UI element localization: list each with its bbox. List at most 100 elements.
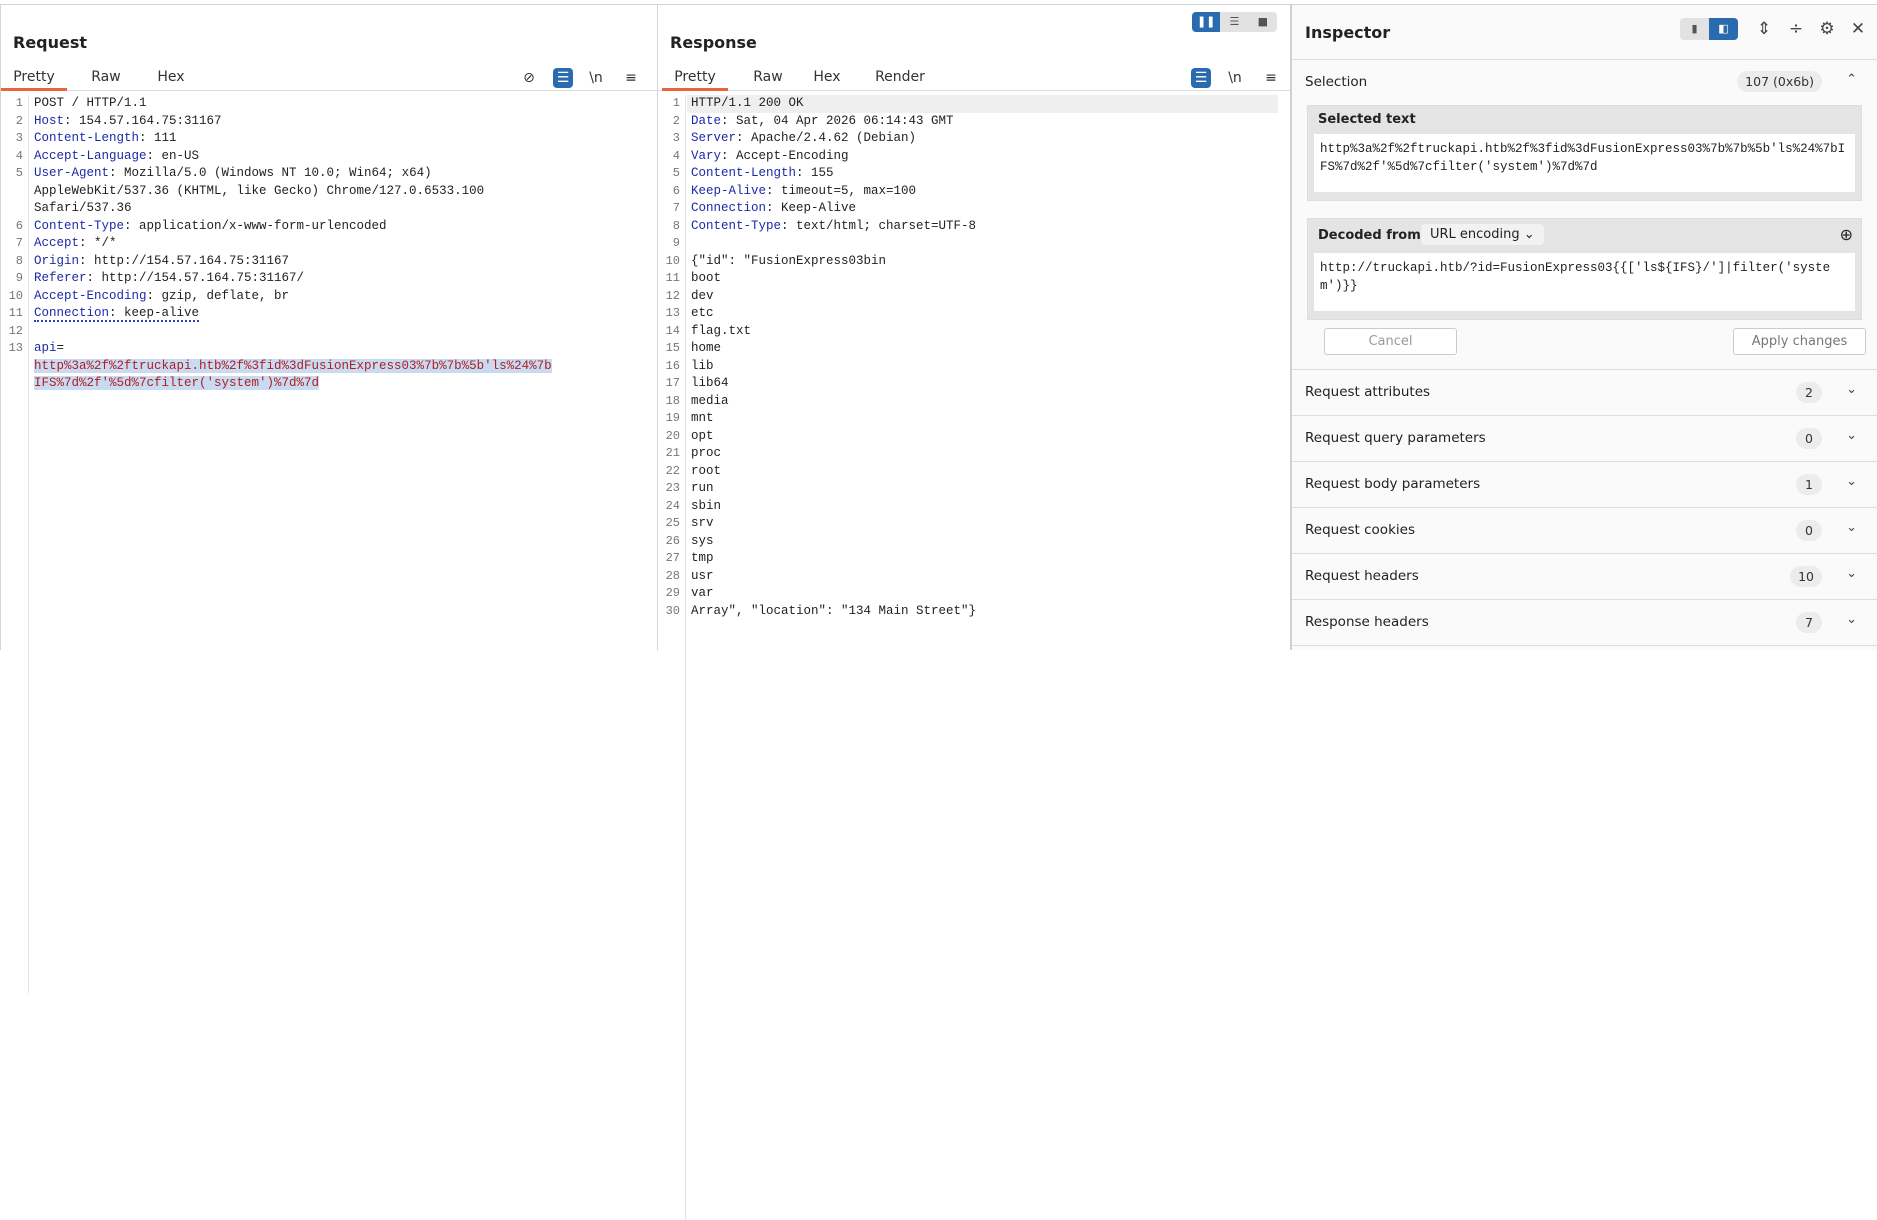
newline-icon[interactable]: \n — [1228, 70, 1242, 86]
collapse-all-icon[interactable]: ÷ — [1788, 19, 1804, 39]
line-number: 11 — [665, 271, 680, 285]
header-name: Vary — [691, 148, 722, 163]
section-count-badge: 1 — [1796, 474, 1822, 495]
line-text: Content-Type: application/x-www-form-url… — [34, 218, 387, 236]
line-number: 19 — [665, 411, 680, 425]
chevron-down-icon[interactable]: ⌄ — [1846, 566, 1857, 581]
header-value: lib — [691, 358, 714, 373]
expand-all-icon[interactable]: ⇕ — [1756, 19, 1772, 39]
inspector-right-layout-icon[interactable]: ◧ — [1709, 18, 1738, 40]
header-value: home — [691, 341, 722, 355]
menu-icon[interactable]: ≡ — [1265, 70, 1277, 86]
wrap-icon[interactable]: ☰ — [553, 68, 573, 88]
line-content: srv — [691, 516, 714, 530]
response-tab-render[interactable]: Render — [875, 69, 925, 85]
chevron-down-icon[interactable]: ⌄ — [1846, 474, 1857, 489]
line-text: AppleWebKit/537.36 (KHTML, like Gecko) C… — [34, 183, 484, 201]
code-line: 19 mnt — [658, 410, 1290, 428]
decoding-dropdown[interactable]: URL encoding ⌄ — [1421, 224, 1544, 245]
cancel-button[interactable]: Cancel — [1324, 328, 1457, 355]
header-value: etc — [691, 306, 714, 320]
request-tab-raw[interactable]: Raw — [91, 69, 121, 85]
line-content: run — [691, 481, 714, 495]
header-value: : http://154.57.164.75:31167 — [79, 253, 290, 268]
menu-icon[interactable]: ≡ — [625, 70, 637, 86]
line-content: mnt — [691, 411, 714, 425]
line-number: 2 — [672, 113, 680, 128]
chevron-down-icon: ⌄ — [1523, 227, 1535, 242]
response-tab-raw[interactable]: Raw — [753, 69, 783, 85]
stacked-layout-icon[interactable]: ☰ — [1229, 15, 1240, 28]
newline-icon[interactable]: \n — [589, 70, 603, 86]
chevron-up-icon[interactable]: ⌃ — [1846, 72, 1857, 87]
request-tab-hex[interactable]: Hex — [157, 69, 185, 85]
line-number: 16 — [665, 358, 680, 373]
line-text: Content-Type: text/html; charset=UTF-8 — [691, 218, 976, 236]
line-text: opt — [691, 428, 714, 446]
inspector-left-layout-icon[interactable]: ▮ — [1691, 22, 1698, 35]
line-content: sbin — [691, 499, 721, 513]
line-content: var — [691, 586, 714, 600]
response-tab-pretty[interactable]: Pretty — [662, 65, 728, 91]
selected-text-box: Selected text http%3a%2f%2ftruckapi.htb%… — [1307, 105, 1862, 201]
single-layout-icon[interactable]: ■ — [1257, 15, 1269, 28]
line-number: 22 — [665, 463, 680, 478]
line-content: home — [691, 341, 721, 355]
line-text: usr — [691, 568, 714, 586]
section-count-badge: 0 — [1796, 428, 1822, 449]
inspector-title: Inspector — [1305, 23, 1391, 42]
layout-toggle: ❚❚ ☰ ■ — [1192, 12, 1277, 32]
chevron-down-icon[interactable]: ⌄ — [1846, 520, 1857, 535]
wrap-icon[interactable]: ☰ — [1191, 68, 1211, 88]
close-icon[interactable]: ✕ — [1850, 19, 1866, 39]
header-value: opt — [691, 428, 714, 443]
line-text: srv — [691, 515, 714, 533]
line-content: Accept-Encoding: gzip, deflate, br — [34, 289, 289, 303]
header-value: run — [691, 481, 714, 495]
header-value: : 155 — [796, 166, 834, 180]
gear-icon[interactable]: ⚙ — [1819, 19, 1835, 39]
selected-text-value[interactable]: http%3a%2f%2ftruckapi.htb%2f%3fid%3dFusi… — [1314, 134, 1855, 192]
decoded-text-value[interactable]: http://truckapi.htb/?id=FusionExpress03{… — [1314, 253, 1855, 311]
apply-changes-button[interactable]: Apply changes — [1733, 328, 1866, 355]
line-text: http%3a%2f%2ftruckapi.htb%2f%3fid%3dFusi… — [34, 358, 552, 376]
line-text: proc — [691, 445, 721, 463]
request-tab-pretty[interactable]: Pretty — [1, 65, 67, 91]
line-text: Server: Apache/2.4.62 (Debian) — [691, 130, 916, 148]
response-tab-hex[interactable]: Hex — [813, 69, 841, 85]
code-line: 12 — [1, 323, 657, 341]
header-value: : */* — [79, 236, 117, 250]
line-content: opt — [691, 429, 714, 443]
line-content: media — [691, 394, 729, 408]
line-text: Connection: keep-alive — [34, 305, 200, 323]
line-number: 3 — [672, 131, 680, 145]
line-content: lib — [691, 359, 714, 373]
response-panel: ❚❚ ☰ ■ Response Pretty Raw Hex Render ☰ … — [657, 4, 1290, 1220]
chevron-down-icon[interactable]: ⌄ — [1846, 382, 1857, 397]
selection-label: Selection — [1305, 74, 1368, 90]
line-content: boot — [691, 271, 721, 285]
chevron-down-icon[interactable]: ⌄ — [1846, 428, 1857, 443]
selection-section[interactable]: Selection 107 (0x6b) ⌃ — [1292, 60, 1877, 98]
line-content: http%3a%2f%2ftruckapi.htb%2f%3fid%3dFusi… — [34, 358, 552, 373]
add-decoding-icon[interactable]: ⊕ — [1839, 225, 1853, 244]
line-content: Date: Sat, 04 Apr 2026 06:14:43 GMT — [691, 114, 954, 128]
header-name: Accept-Language — [34, 148, 147, 163]
line-content: lib64 — [691, 376, 729, 390]
hide-icon[interactable]: ⊘ — [523, 70, 535, 86]
chevron-down-icon[interactable]: ⌄ — [1846, 612, 1857, 627]
side-by-side-layout-icon[interactable]: ❚❚ — [1192, 12, 1221, 32]
header-name: Keep-Alive — [691, 183, 767, 198]
line-number: 15 — [665, 341, 680, 355]
